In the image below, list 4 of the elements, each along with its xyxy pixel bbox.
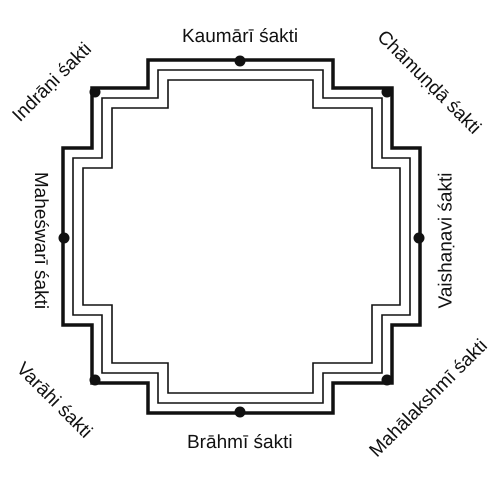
deity-label: Kaumārī śakti [182, 26, 298, 46]
deity-label: Vaishaṇavi śakti [436, 172, 456, 308]
deity-label: Brāhmī śakti [187, 432, 293, 452]
deity-label: Maheśwarī śakti [30, 171, 50, 309]
